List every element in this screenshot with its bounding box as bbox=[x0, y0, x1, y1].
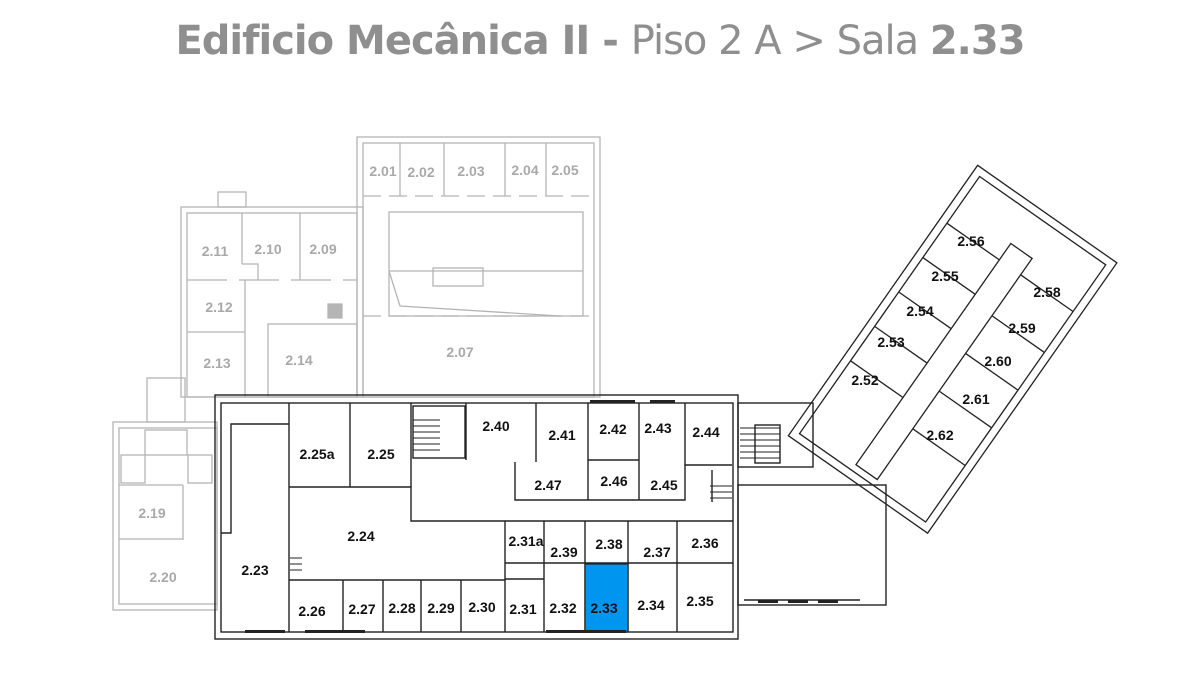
room-label-2-02[interactable]: 2.02 bbox=[407, 164, 434, 180]
angled-wing bbox=[787, 164, 1118, 535]
inactive-wing bbox=[112, 136, 601, 611]
room-label-2-11[interactable]: 2.11 bbox=[202, 243, 229, 259]
room-label-2-33[interactable]: 2.33 bbox=[590, 600, 617, 616]
room-label-2-28[interactable]: 2.28 bbox=[388, 600, 415, 616]
room-label-2-38[interactable]: 2.38 bbox=[595, 536, 622, 552]
room-label-2-32[interactable]: 2.32 bbox=[549, 600, 576, 616]
floor-name: Piso 2 A bbox=[630, 18, 782, 64]
room-label-2-53[interactable]: 2.53 bbox=[877, 334, 904, 350]
page-title: Edificio Mecânica II - Piso 2 A > Sala 2… bbox=[0, 18, 1200, 64]
room-label-2-62[interactable]: 2.62 bbox=[926, 427, 953, 443]
room-label-2-01[interactable]: 2.01 bbox=[369, 163, 396, 179]
room-label-2-10[interactable]: 2.10 bbox=[254, 241, 281, 257]
room-label-2-45[interactable]: 2.45 bbox=[650, 477, 677, 493]
room-label-2-52[interactable]: 2.52 bbox=[851, 372, 878, 388]
room-label-2-44[interactable]: 2.44 bbox=[692, 424, 719, 440]
room-label-2-36[interactable]: 2.36 bbox=[691, 535, 718, 551]
room-label-2-20[interactable]: 2.20 bbox=[149, 569, 176, 585]
room-label-2-43[interactable]: 2.43 bbox=[644, 420, 671, 436]
room-label-2-55[interactable]: 2.55 bbox=[931, 268, 958, 284]
room-label-2-19[interactable]: 2.19 bbox=[138, 505, 165, 521]
room-label-2-37[interactable]: 2.37 bbox=[643, 544, 670, 560]
room-label-2-30[interactable]: 2.30 bbox=[468, 599, 495, 615]
title-arrow: > bbox=[780, 18, 837, 64]
room-label-2-25[interactable]: 2.25 bbox=[367, 446, 394, 462]
building-name: Edificio Mecânica II bbox=[175, 18, 590, 64]
room-label-2-26[interactable]: 2.26 bbox=[298, 603, 325, 619]
room-label-2-31a[interactable]: 2.31a bbox=[508, 533, 543, 549]
room-label-2-34[interactable]: 2.34 bbox=[637, 597, 664, 613]
room-label-2-14[interactable]: 2.14 bbox=[285, 352, 312, 368]
room-label-2-40[interactable]: 2.40 bbox=[482, 418, 509, 434]
room-label-2-61[interactable]: 2.61 bbox=[962, 391, 989, 407]
room-label-2-23[interactable]: 2.23 bbox=[241, 562, 268, 578]
room-label-2-31[interactable]: 2.31 bbox=[509, 601, 536, 617]
room-label-2-35[interactable]: 2.35 bbox=[686, 593, 713, 609]
room-label-2-54[interactable]: 2.54 bbox=[906, 303, 933, 319]
room-label-2-04[interactable]: 2.04 bbox=[511, 162, 538, 178]
room-label-2-39[interactable]: 2.39 bbox=[550, 544, 577, 560]
room-label-2-27[interactable]: 2.27 bbox=[348, 601, 375, 617]
title-separator: - bbox=[589, 18, 631, 64]
stairs bbox=[290, 419, 780, 571]
room-label-2-07[interactable]: 2.07 bbox=[446, 344, 473, 360]
room-label-2-12[interactable]: 2.12 bbox=[205, 299, 232, 315]
room-label-2-60[interactable]: 2.60 bbox=[984, 353, 1011, 369]
room-label-2-46[interactable]: 2.46 bbox=[600, 473, 627, 489]
room-label-2-09[interactable]: 2.09 bbox=[309, 241, 336, 257]
room-label-2-58[interactable]: 2.58 bbox=[1033, 284, 1060, 300]
room-label-2-47[interactable]: 2.47 bbox=[534, 477, 561, 493]
room-label-2-24[interactable]: 2.24 bbox=[347, 528, 374, 544]
room-label-2-25a[interactable]: 2.25a bbox=[299, 446, 334, 462]
room-label-2-56[interactable]: 2.56 bbox=[957, 233, 984, 249]
room-label-2-05[interactable]: 2.05 bbox=[551, 162, 578, 178]
room-label-2-03[interactable]: 2.03 bbox=[457, 163, 484, 179]
room-label-2-59[interactable]: 2.59 bbox=[1008, 320, 1035, 336]
windows bbox=[245, 400, 838, 633]
room-label-2-41[interactable]: 2.41 bbox=[548, 427, 575, 443]
room-label-2-42[interactable]: 2.42 bbox=[599, 421, 626, 437]
active-room-labels: 2.25a 2.25 2.40 2.41 2.42 2.43 2.44 2.47 2.46 2.4… bbox=[241, 233, 1060, 619]
inactive-room-labels: 2.01 2.02 2.03 2.04 2.05 2.11 2.10 2.09 2.12 2.13… bbox=[138, 162, 578, 585]
room-2-33-highlight[interactable] bbox=[584, 563, 629, 633]
room-prefix: Sala bbox=[836, 18, 930, 64]
room-label-2-29[interactable]: 2.29 bbox=[427, 600, 454, 616]
selected-room-number: 2.33 bbox=[929, 18, 1026, 64]
room-label-2-13[interactable]: 2.13 bbox=[203, 355, 230, 371]
